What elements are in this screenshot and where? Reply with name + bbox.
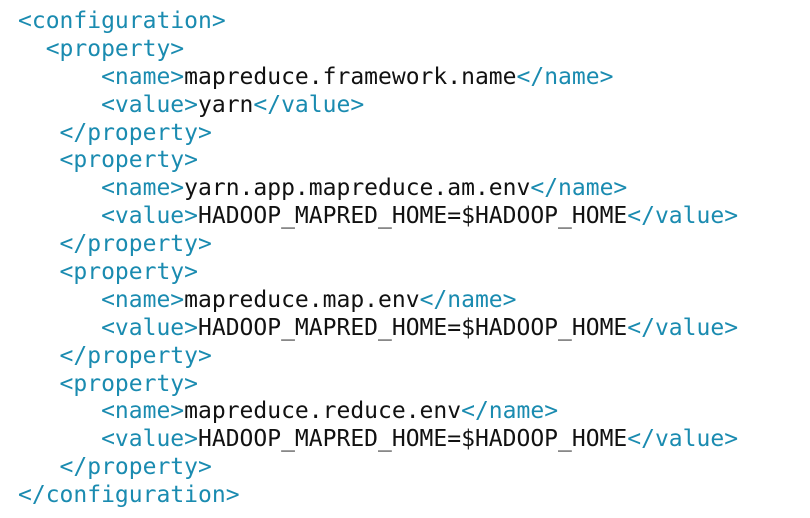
xml-close-tag: </name> [516, 63, 614, 90]
xml-open-tag: </property> [59, 119, 212, 146]
xml-text-value: HADOOP_MAPRED_HOME=$HADOOP_HOME [198, 426, 628, 453]
code-line: <property> [18, 259, 738, 287]
code-line: <value>HADOOP_MAPRED_HOME=$HADOOP_HOME</… [18, 426, 738, 454]
code-line: </property> [18, 120, 738, 148]
code-line: <configuration> [18, 8, 738, 36]
xml-open-tag: <value> [101, 203, 198, 230]
code-line: </property> [18, 454, 738, 482]
code-line: <property> [18, 371, 738, 399]
code-line: <value>HADOOP_MAPRED_HOME=$HADOOP_HOME</… [18, 315, 738, 343]
xml-open-tag: </configuration> [18, 482, 240, 509]
xml-text-value: mapreduce.map.env [184, 286, 420, 313]
xml-open-tag: <name> [101, 398, 185, 425]
xml-close-tag: </value> [627, 314, 739, 341]
xml-open-tag: <name> [101, 175, 185, 202]
xml-text-value: mapreduce.framework.name [184, 63, 517, 90]
code-line: <name>mapreduce.map.env</name> [18, 287, 738, 315]
xml-text-value: yarn.app.mapreduce.am.env [184, 175, 531, 202]
code-line: <name>mapreduce.reduce.env</name> [18, 398, 738, 426]
code-line: </configuration> [18, 482, 738, 510]
xml-text-value: HADOOP_MAPRED_HOME=$HADOOP_HOME [198, 314, 628, 341]
xml-open-tag: </property> [59, 231, 212, 258]
code-line: <property> [18, 36, 738, 64]
xml-close-tag: </value> [253, 91, 365, 118]
code-line: <value>HADOOP_MAPRED_HOME=$HADOOP_HOME</… [18, 203, 738, 231]
xml-text-value: HADOOP_MAPRED_HOME=$HADOOP_HOME [198, 203, 628, 230]
xml-open-tag: <value> [101, 91, 198, 118]
xml-open-tag: </property> [59, 342, 212, 369]
xml-close-tag: </name> [530, 175, 628, 202]
xml-open-tag: <property> [45, 35, 185, 62]
xml-open-tag: <name> [101, 286, 185, 313]
xml-open-tag: <value> [101, 426, 198, 453]
code-line: <name>mapreduce.framework.name</name> [18, 64, 738, 92]
code-line: <property> [18, 147, 738, 175]
xml-open-tag: <value> [101, 314, 198, 341]
code-line: <value>yarn</value> [18, 92, 738, 120]
xml-open-tag: </property> [59, 454, 212, 481]
xml-close-tag: </value> [627, 203, 739, 230]
xml-text-value: mapreduce.reduce.env [184, 398, 462, 425]
xml-close-tag: </name> [461, 398, 559, 425]
xml-open-tag: <name> [101, 63, 185, 90]
xml-close-tag: </value> [627, 426, 739, 453]
code-line: </property> [18, 231, 738, 259]
xml-open-tag: <configuration> [18, 8, 226, 34]
xml-open-tag: <property> [59, 259, 199, 286]
xml-close-tag: </name> [419, 286, 517, 313]
xml-text-value: yarn [198, 91, 254, 118]
xml-open-tag: <property> [59, 370, 199, 397]
xml-open-tag: <property> [59, 147, 199, 174]
code-line: <name>yarn.app.mapreduce.am.env</name> [18, 175, 738, 203]
xml-code-block: <configuration><property><name>mapreduce… [18, 8, 738, 510]
code-line: </property> [18, 343, 738, 371]
